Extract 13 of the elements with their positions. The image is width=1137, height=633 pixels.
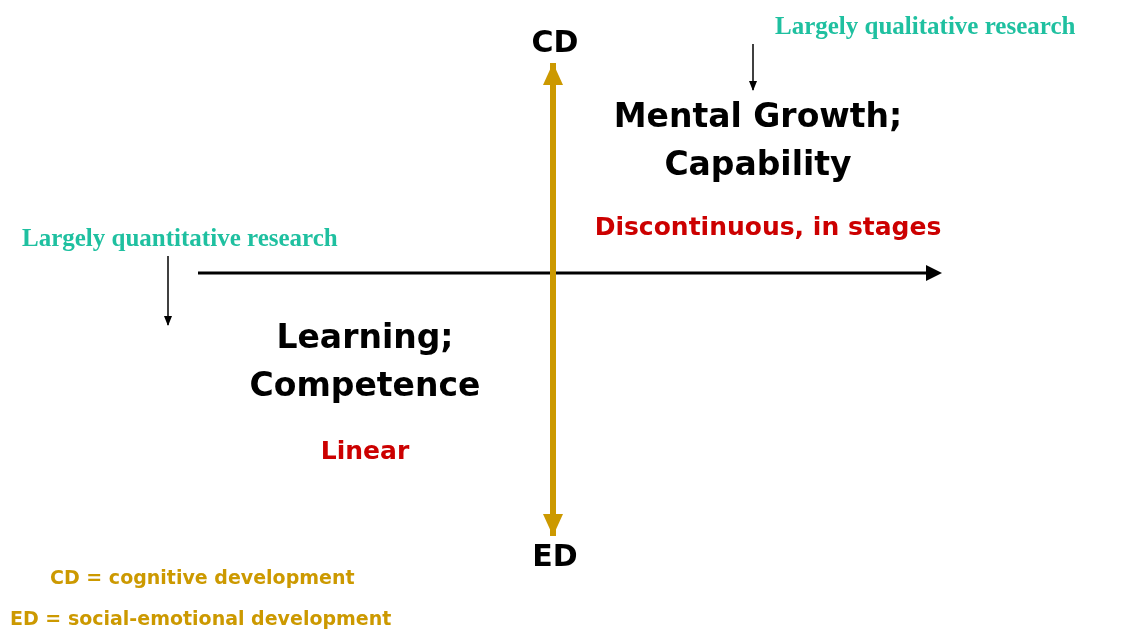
annotation-text: Largely quantitative research <box>22 224 339 252</box>
double-arrow <box>543 63 563 536</box>
axis-label: CD <box>530 24 580 59</box>
arrow <box>749 43 757 91</box>
stage-label: Linear <box>319 436 411 465</box>
arrow <box>164 255 172 326</box>
axis-label: ED <box>531 538 579 573</box>
definition-text: CD = cognitive development <box>50 566 355 588</box>
quadrant-title: Mental Growth; Capability <box>612 95 904 185</box>
quadrant-title: Learning; Competence <box>248 316 482 406</box>
definition-text: ED = social-emotional development <box>10 607 392 629</box>
stage-label: Discontinuous, in stages <box>593 212 943 241</box>
annotation-text: Largely qualitative research <box>775 12 1077 40</box>
